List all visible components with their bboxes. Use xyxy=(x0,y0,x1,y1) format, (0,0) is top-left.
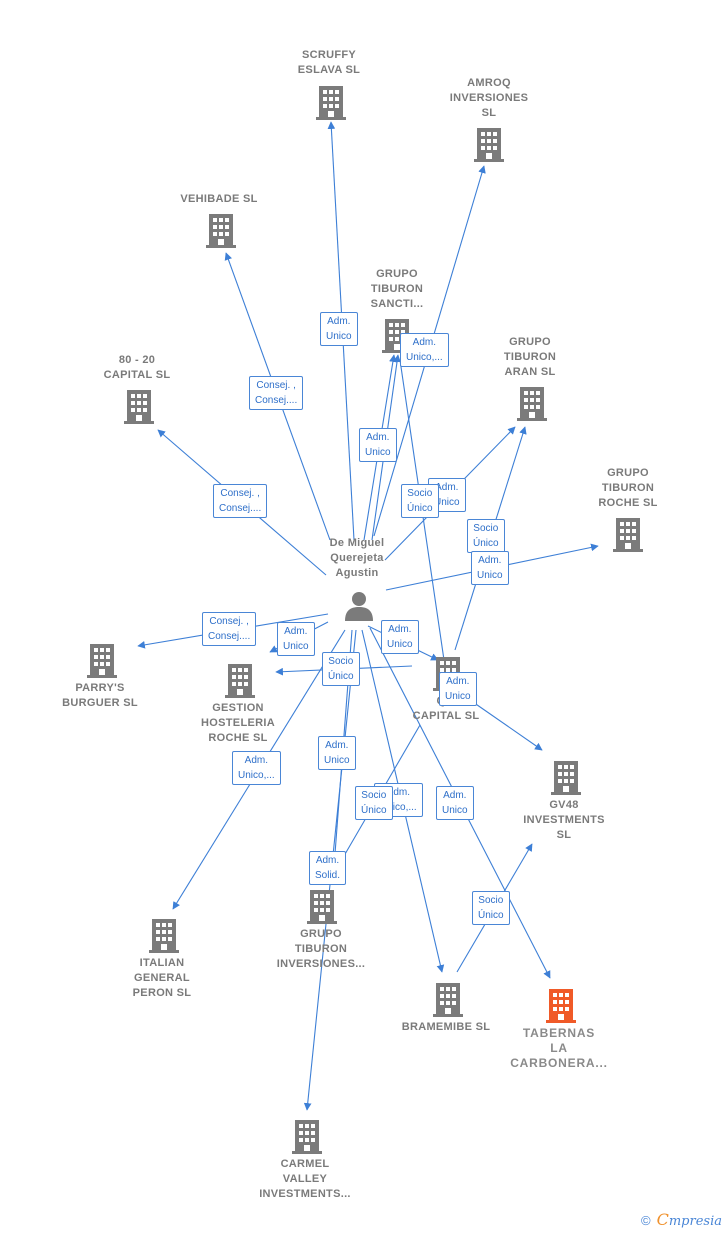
building-icon[interactable] xyxy=(517,385,547,421)
brand-logo-icon: C xyxy=(656,1210,669,1229)
node-gt-aran-label[interactable]: GRUPO TIBURON ARAN SL xyxy=(503,336,557,378)
building-icon[interactable] xyxy=(206,212,236,248)
node-italian-label[interactable]: ITALIAN GENERAL PERON SL xyxy=(132,957,192,999)
building-icon[interactable] xyxy=(292,1118,322,1154)
node-gt-inv-label[interactable]: GRUPO TIBURON INVERSIONES... xyxy=(276,928,366,970)
node-gt-sancti-label[interactable]: GRUPO TIBURON SANCTI... xyxy=(370,268,424,310)
building-icon[interactable] xyxy=(149,917,179,953)
node-amroq-label[interactable]: AMROQ INVERSIONES SL xyxy=(449,77,529,119)
edge-label-sancti[interactable]: Adm. Unico xyxy=(359,428,397,462)
edge-label-aran-socio[interactable]: Socio Único xyxy=(401,484,439,518)
person-icon[interactable] xyxy=(343,590,375,622)
node-8020-label[interactable]: 80 - 20 CAPITAL SL xyxy=(103,354,171,381)
edge-label-vehibade[interactable]: Consej. , Consej.... xyxy=(249,376,304,410)
node-gt-roche-label[interactable]: GRUPO TIBURON ROCHE SL xyxy=(598,467,658,509)
node-gv48-label[interactable]: GV48 INVESTMENTS SL xyxy=(523,799,605,841)
edge-label-tabernas[interactable]: Adm. Unico xyxy=(436,786,474,820)
edge-label-inv-solid[interactable]: Adm. Solid. xyxy=(309,851,347,885)
building-icon[interactable] xyxy=(225,662,255,698)
edge-label-italian[interactable]: Adm. Unico,... xyxy=(232,751,281,785)
center-person-label[interactable]: De Miguel Querejeta Agustin xyxy=(329,537,385,579)
edge-label-scruffy[interactable]: Adm. Unico xyxy=(320,312,358,346)
edge-label-roche-adm[interactable]: Adm. Unico xyxy=(471,551,509,585)
copyright-symbol: © xyxy=(641,1213,651,1228)
node-tabernas-label[interactable]: TABERNAS LA CARBONERA... xyxy=(510,1026,608,1070)
edge-label-brame-socio[interactable]: Socio Único xyxy=(472,891,510,925)
node-parrys-label[interactable]: PARRY'S BURGUER SL xyxy=(62,682,138,709)
footer-brand: © Cmpresia xyxy=(641,1210,722,1229)
edge-label-inv-adm[interactable]: Adm. Unico xyxy=(318,736,356,770)
building-icon[interactable] xyxy=(433,981,463,1017)
node-scruffy-label[interactable]: SCRUFFY ESLAVA SL xyxy=(297,49,361,76)
building-icon[interactable] xyxy=(474,126,504,162)
edge-label-gv48[interactable]: Adm. Unico xyxy=(439,672,477,706)
node-carmel-label[interactable]: CARMEL VALLEY INVESTMENTS... xyxy=(259,1158,351,1200)
edge-gv48 xyxy=(469,699,543,751)
building-icon[interactable] xyxy=(316,84,346,120)
building-icon[interactable] xyxy=(87,642,117,678)
edge-label-roche-socio[interactable]: Socio Único xyxy=(467,519,505,553)
edge-label-gestion[interactable]: Adm. Unico xyxy=(277,622,315,656)
building-icon[interactable] xyxy=(307,888,337,924)
building-icon[interactable] xyxy=(551,759,581,795)
node-bramemibe-label[interactable]: BRAMEMIBE SL xyxy=(401,1021,491,1033)
building-icon[interactable] xyxy=(124,388,154,424)
node-vehibade-label[interactable]: VEHIBADE SL xyxy=(180,193,258,205)
edge-label-q-adm[interactable]: Adm. Unico xyxy=(381,620,419,654)
edge-label-8020[interactable]: Consej. , Consej.... xyxy=(213,484,268,518)
brand-name: mpresia xyxy=(668,1214,722,1229)
building-icon[interactable] xyxy=(546,987,576,1023)
edge-label-amroq[interactable]: Adm. Unico,... xyxy=(400,333,449,367)
edge-label-gestion-socio[interactable]: Socio Único xyxy=(322,652,360,686)
edge-label-parrys[interactable]: Consej. , Consej.... xyxy=(202,612,257,646)
node-gestion-label[interactable]: GESTION HOSTELERIA ROCHE SL xyxy=(201,702,275,744)
building-icon[interactable] xyxy=(613,516,643,552)
edge-label-inv-socio[interactable]: Socio Único xyxy=(355,786,393,820)
